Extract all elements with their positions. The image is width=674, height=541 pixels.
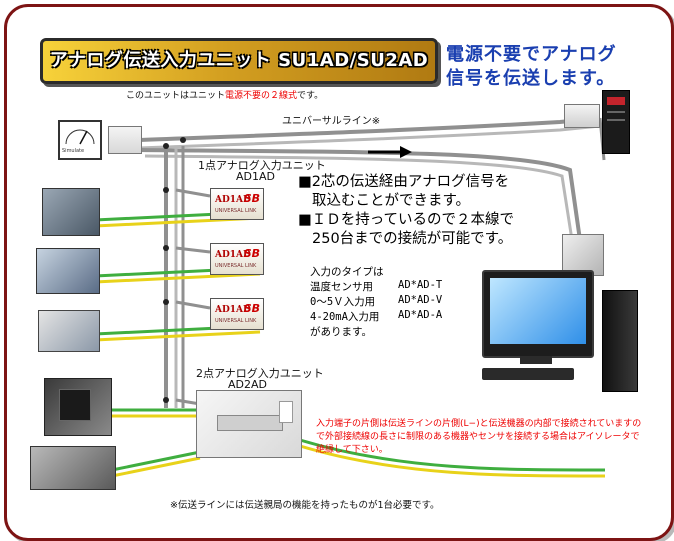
input-type-name-1: 0〜5Ｖ入力用 bbox=[310, 296, 376, 308]
top-junction-unit bbox=[108, 126, 142, 154]
unit2-label: 2点アナログ入力ユニット bbox=[196, 367, 324, 380]
unit1-model: AD1AD bbox=[236, 170, 275, 183]
keyboard-icon bbox=[482, 368, 574, 380]
input-type-name-2: 4-20mA入力用 bbox=[310, 311, 380, 323]
id-label-plate bbox=[279, 401, 293, 423]
meter-label: Simulate bbox=[62, 148, 85, 154]
terminal-block bbox=[217, 415, 283, 431]
title-banner: アナログ伝送入力ユニット SU1AD/SU2AD bbox=[40, 38, 438, 84]
pc-tower-icon bbox=[602, 290, 638, 392]
input-type-name-0: 温度センサ用 bbox=[310, 281, 373, 293]
transmission-master-icon bbox=[602, 90, 630, 154]
feature-line-2: 取込むことができます。 bbox=[312, 193, 471, 209]
universal-line-top-2 bbox=[139, 124, 601, 150]
cooling-tower-icon bbox=[42, 188, 100, 236]
feature-line-3: ■ＩＤを持っているので２本線で bbox=[298, 212, 514, 228]
signal-arrow bbox=[368, 146, 412, 158]
press-machine-icon bbox=[30, 446, 116, 490]
cnc-machine-icon bbox=[44, 378, 112, 436]
subtitle: このユニットはユニット電源不要の２線式です。 bbox=[126, 91, 324, 101]
feature-line-4: 250台までの接続が可能です。 bbox=[312, 231, 513, 247]
monitor-stand bbox=[520, 356, 552, 364]
interface-converter-icon bbox=[562, 234, 604, 276]
junction-dots bbox=[163, 137, 186, 403]
unit2-model: AD2AD bbox=[228, 378, 267, 391]
monitor-icon bbox=[482, 270, 594, 358]
universal-line-label: ユニバーサルライン※ bbox=[282, 116, 381, 127]
unit1-label: 1点アナログ入力ユニット bbox=[198, 159, 326, 172]
industrial-machine-icon bbox=[38, 310, 100, 352]
universal-line-branch-2 bbox=[144, 154, 574, 241]
input-types-header: 入力のタイプは bbox=[310, 266, 384, 278]
input-type-code-1: AD*AD-V bbox=[398, 294, 443, 306]
title-text: アナログ伝送入力ユニット SU1AD/SU2AD bbox=[49, 50, 429, 71]
tap-connections bbox=[175, 188, 211, 406]
line-junction-unit bbox=[564, 104, 600, 128]
analog-meter-icon: Simulate bbox=[58, 120, 102, 160]
universal-line-branch bbox=[139, 148, 582, 241]
input-type-code-0: AD*AD-T bbox=[398, 279, 443, 291]
input-type-code-2: AD*AD-A bbox=[398, 309, 443, 321]
headline-line-2: 信号を伝送します。 bbox=[446, 68, 616, 89]
footnote: ※伝送ラインには伝送親局の機能を持ったものが1台必要です。 bbox=[170, 500, 440, 511]
universal-line-top bbox=[139, 116, 601, 142]
ad2ad-unit bbox=[196, 390, 302, 458]
input-types-footer: があります。 bbox=[310, 326, 372, 338]
isolation-note: 入力端子の片側は伝送ラインの片側(L−)と伝送機器の内部で接続されていますので外… bbox=[316, 419, 642, 455]
feature-line-1: ■2芯の伝送経由アナログ信号を bbox=[298, 174, 510, 190]
chiller-machine-icon bbox=[36, 248, 100, 294]
headline-line-1: 電源不要でアナログ bbox=[446, 44, 617, 65]
